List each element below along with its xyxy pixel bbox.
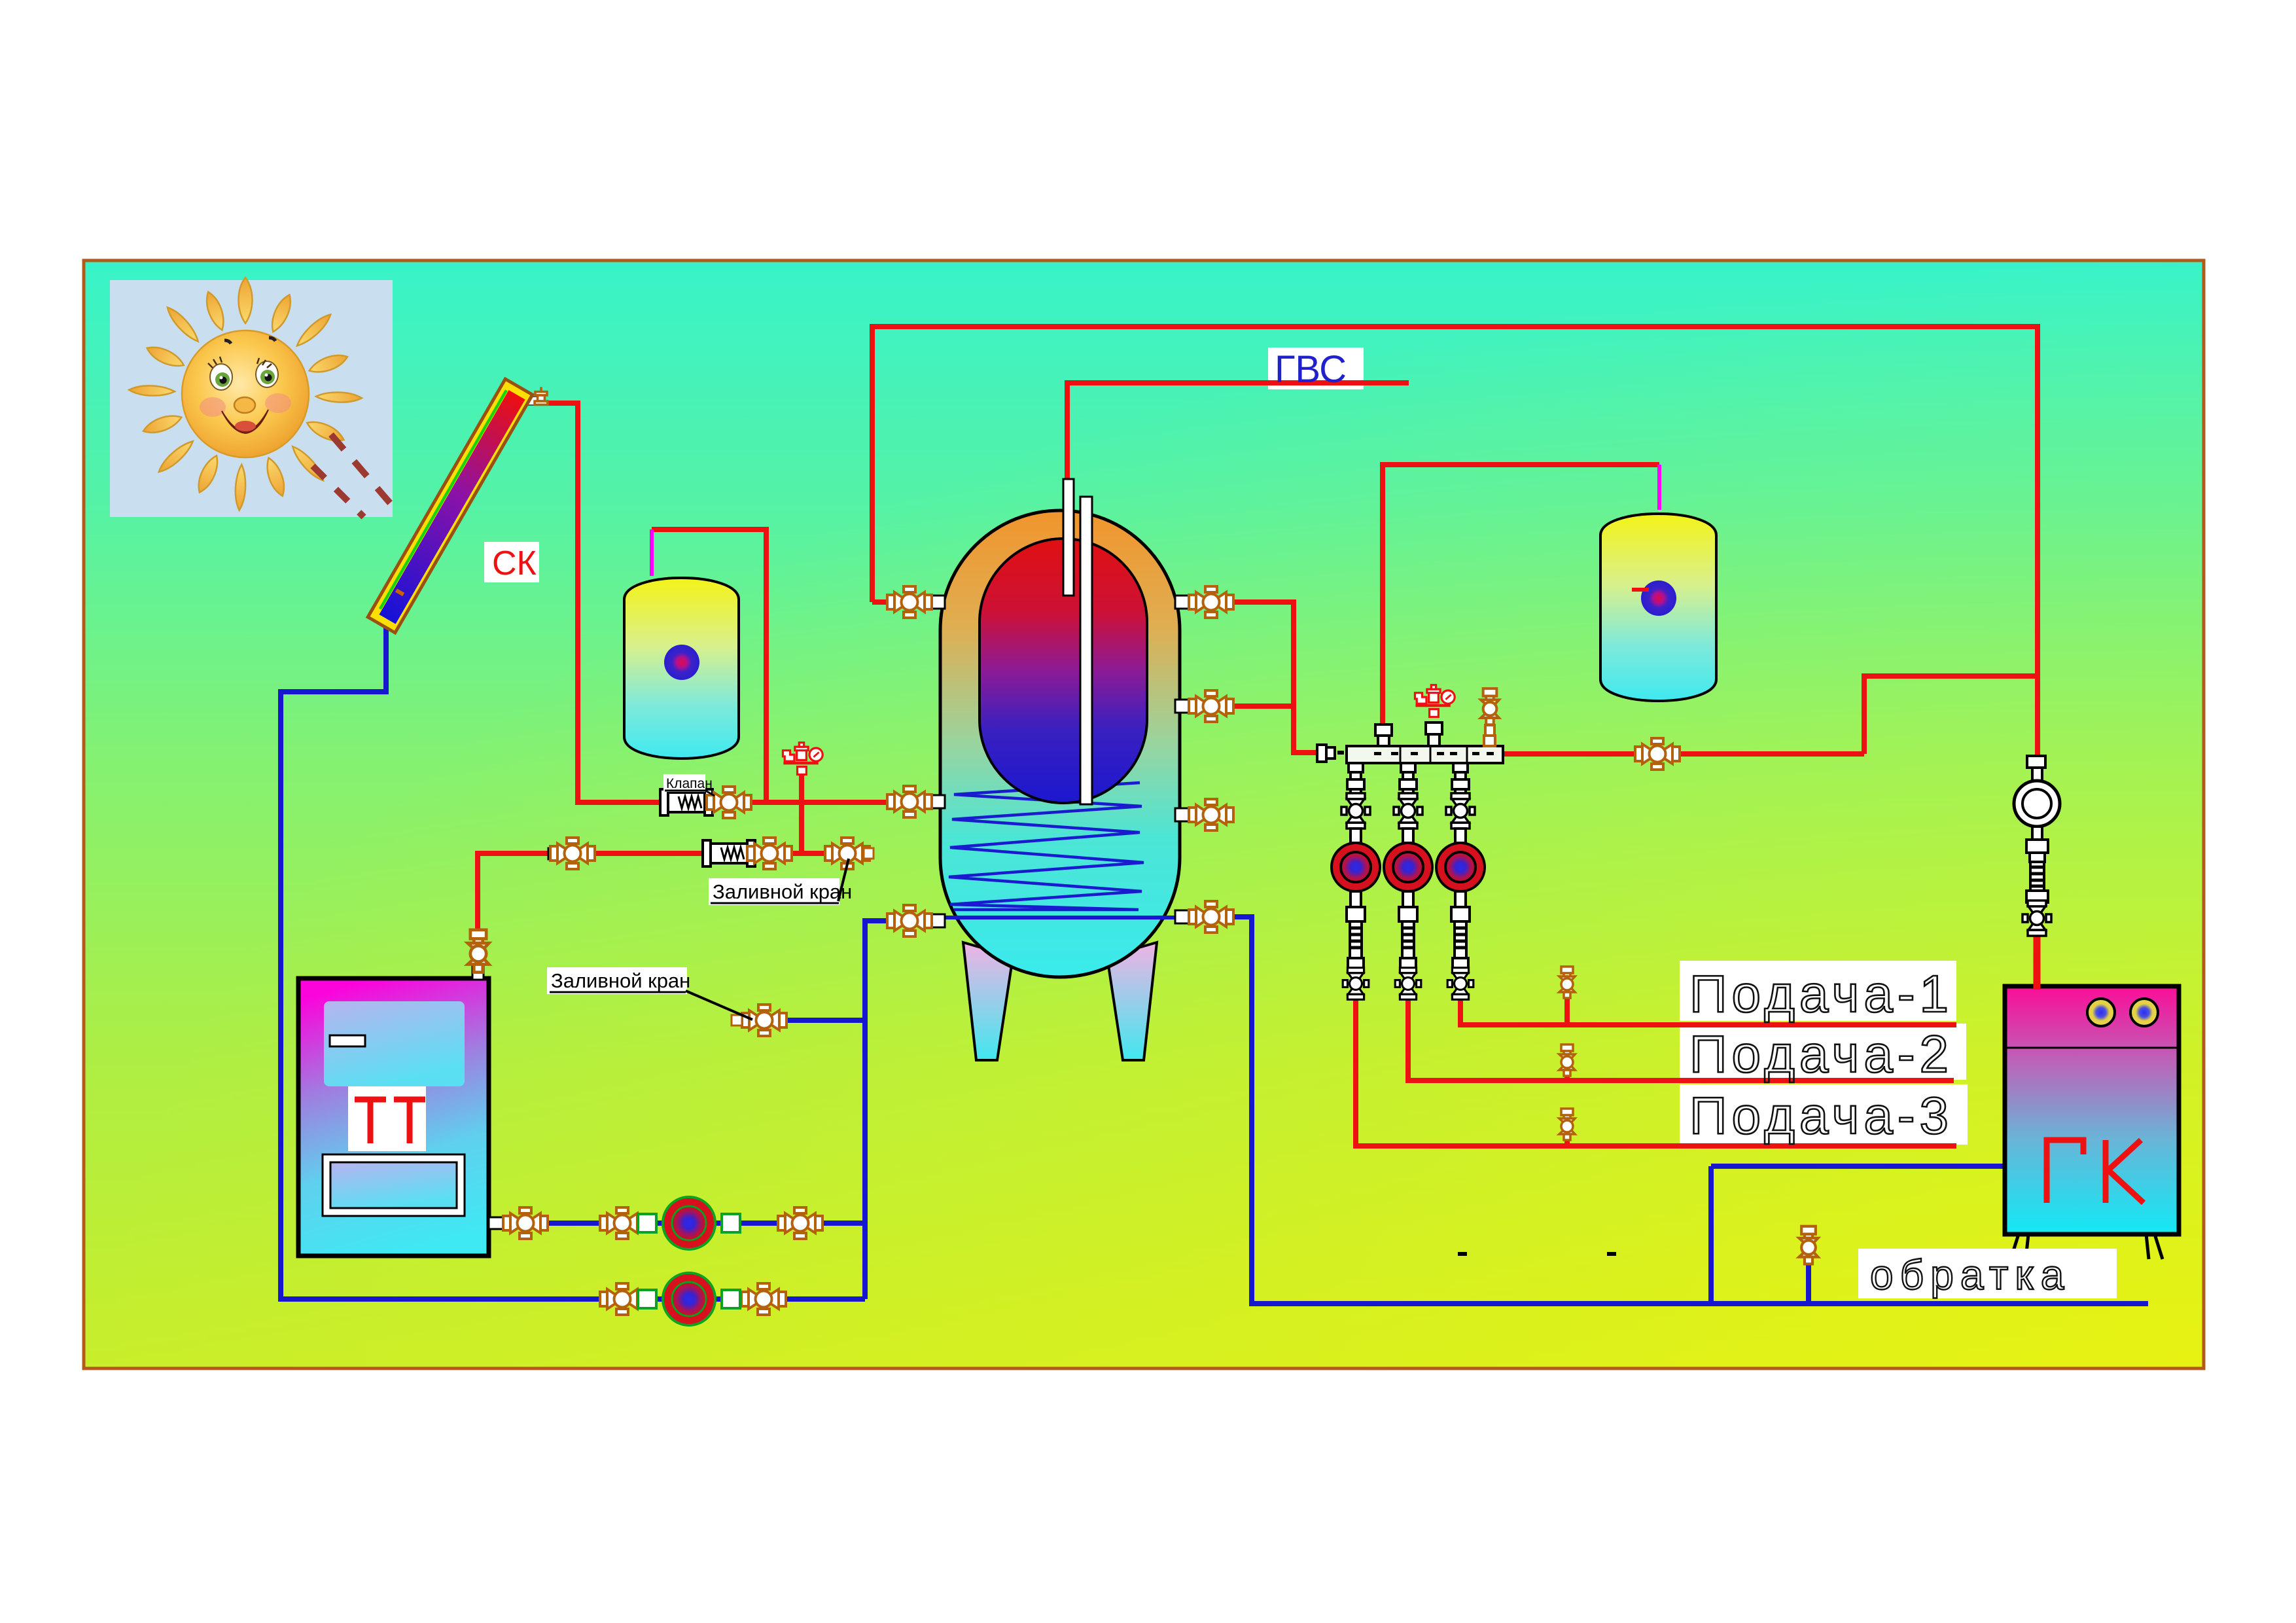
svg-text:Подача-3: Подача-3	[1689, 1086, 1953, 1145]
svg-text:Заливной кран: Заливной кран	[551, 969, 690, 992]
svg-text:ГВС: ГВС	[1275, 348, 1347, 391]
svg-text:Подача-1: Подача-1	[1689, 965, 1953, 1023]
svg-text:Клапан: Клапан	[666, 776, 713, 791]
svg-text:Заливной кран: Заливной кран	[713, 880, 852, 903]
svg-text:обратка: обратка	[1870, 1251, 2070, 1298]
svg-text:Подача-2: Подача-2	[1689, 1025, 1953, 1083]
svg-text:СК: СК	[492, 544, 537, 582]
